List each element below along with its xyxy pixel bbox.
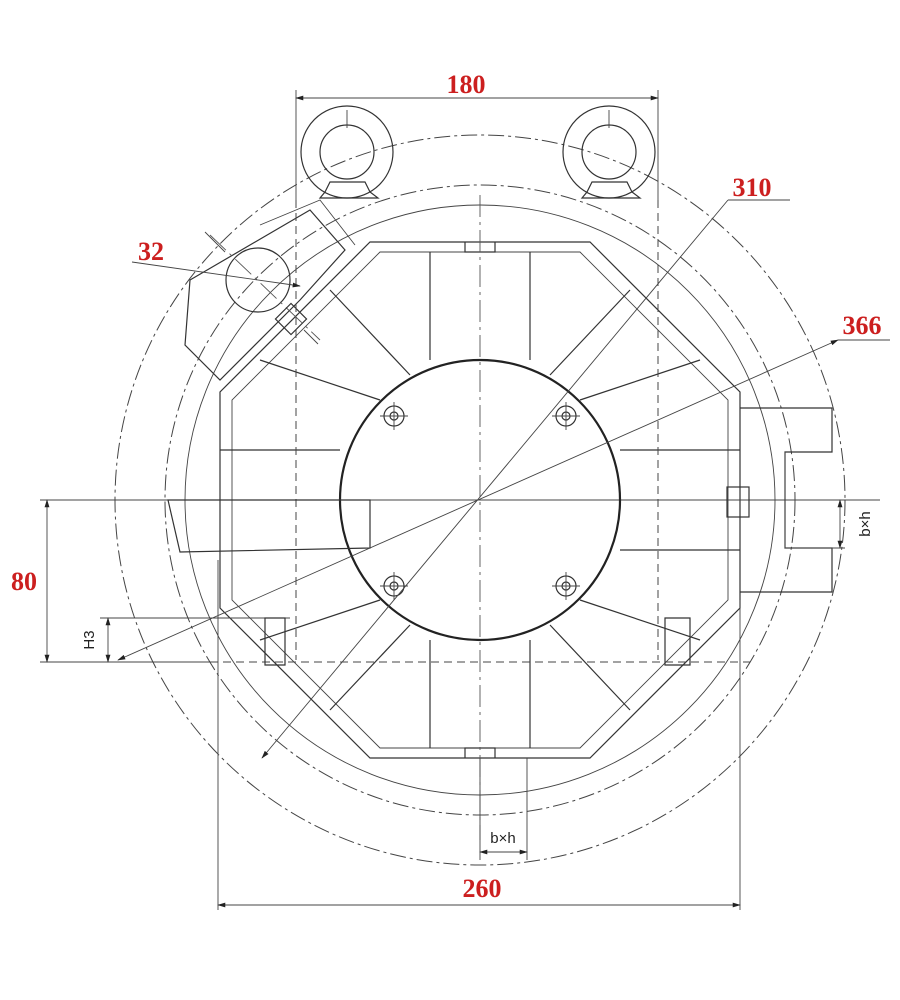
lifting-eye-left	[300, 105, 394, 199]
lifting-eye-right	[562, 105, 656, 199]
dim-366: 366	[843, 311, 882, 340]
small-key-left	[274, 302, 308, 336]
dim-32: 32	[138, 237, 164, 266]
dim-180: 180	[447, 70, 486, 99]
left-bracket-top	[259, 199, 356, 246]
bolt-holes	[380, 402, 580, 600]
dim-260: 260	[463, 874, 502, 903]
lower-left-tab	[264, 617, 286, 666]
leader-32	[131, 261, 301, 288]
dim-h3: H3	[81, 630, 98, 649]
hole-32	[225, 247, 291, 313]
dim-80: 80	[11, 567, 37, 596]
leader-366	[117, 339, 839, 661]
dim-key-bottom: b×h	[490, 830, 515, 847]
right-key	[726, 486, 750, 518]
dim-key-right: b×h	[857, 511, 874, 536]
dim-310: 310	[733, 173, 772, 202]
